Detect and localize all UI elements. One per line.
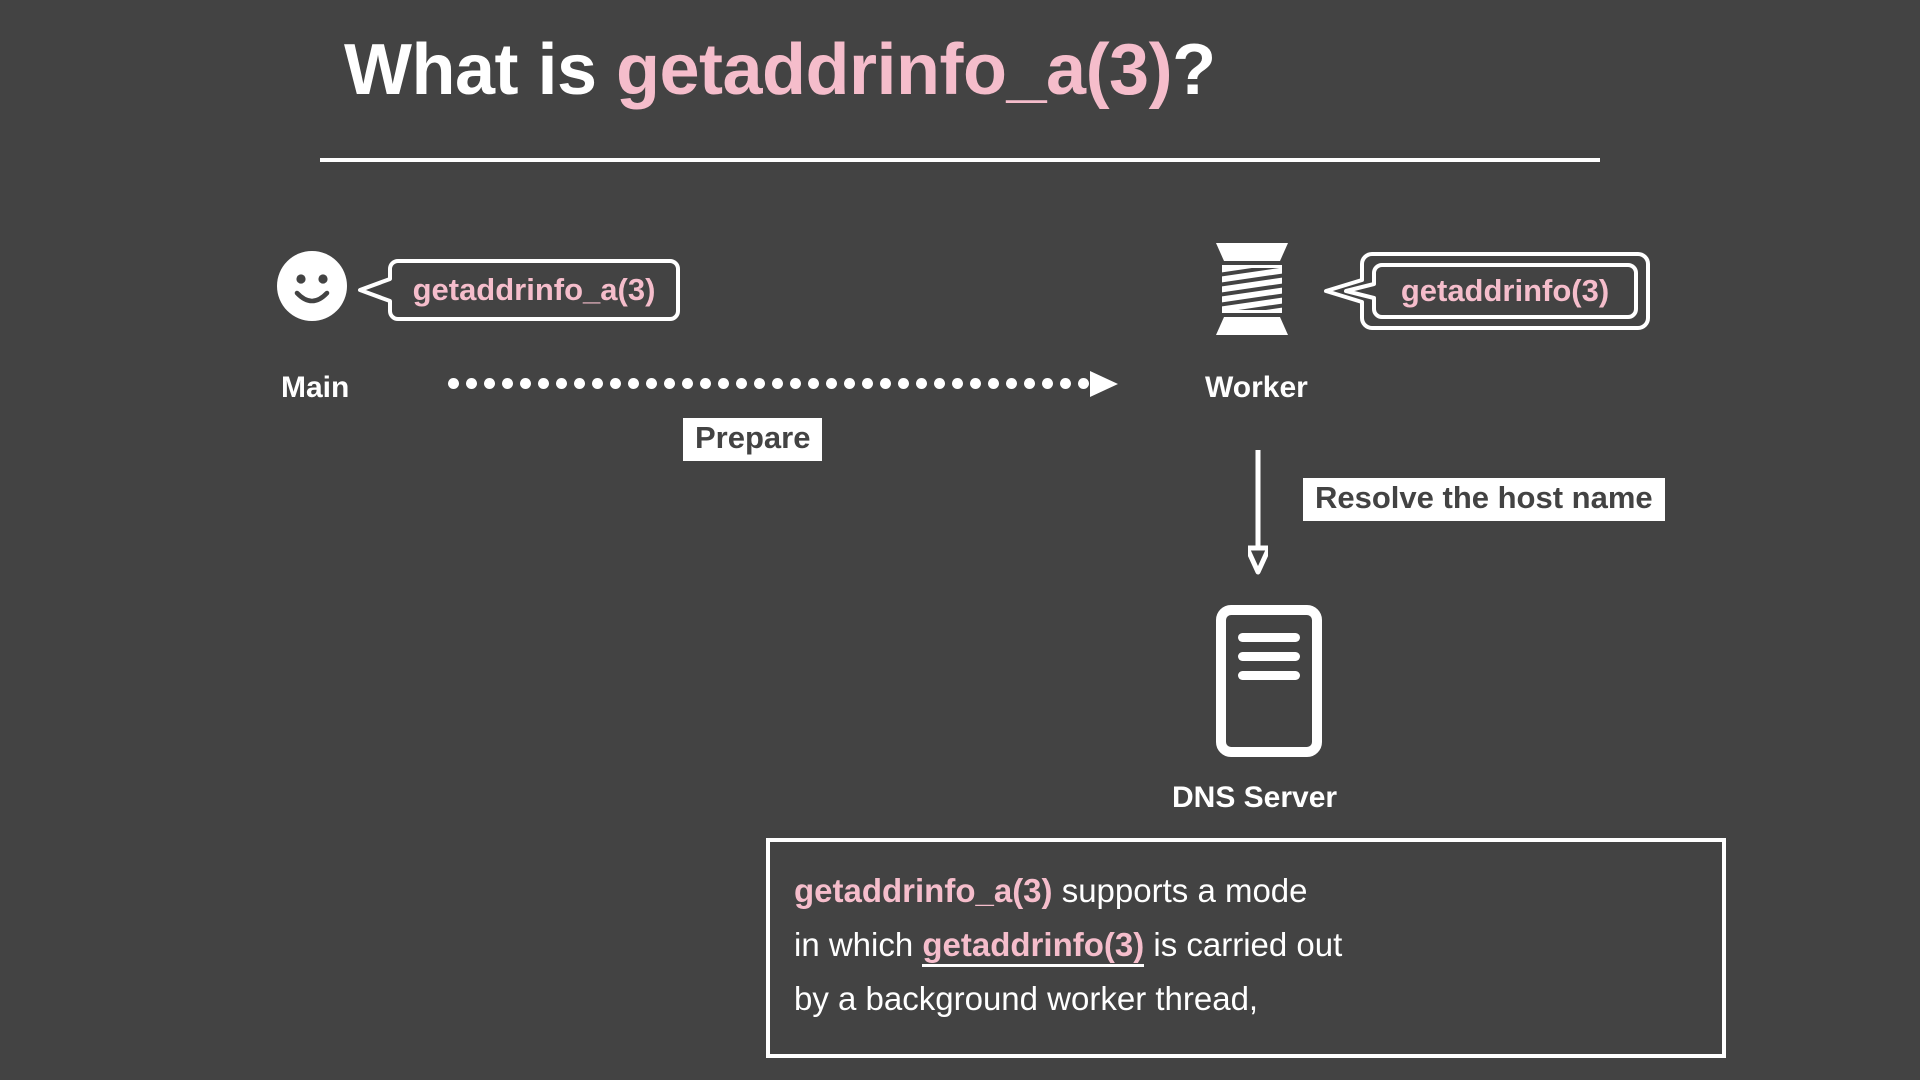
connector-dot [808, 378, 819, 389]
connector-dot [790, 378, 801, 389]
edge-worker-to-dns-arrow [1244, 450, 1272, 575]
node-label-dns-server: DNS Server [1172, 781, 1338, 814]
smiley-face-icon [277, 251, 347, 321]
connector-dot [736, 378, 747, 389]
quote-line-1: getaddrinfo_a(3) supports a mode [794, 864, 1702, 918]
bubble-worker-outline [1324, 252, 1650, 330]
title-prefix: What is [344, 30, 617, 110]
connector-dot [610, 378, 621, 389]
connector-dot [556, 378, 567, 389]
connector-dot [574, 378, 585, 389]
connector-dot [448, 378, 459, 389]
connector-dot [466, 378, 477, 389]
bubble-worker-text: getaddrinfo(3) [1400, 273, 1610, 308]
connector-dot [646, 378, 657, 389]
server-icon [1216, 605, 1322, 757]
connector-dot [538, 378, 549, 389]
bubble-main-call: getaddrinfo_a(3) [358, 259, 680, 321]
quote-line-3: by a background worker thread, [794, 980, 1259, 1017]
bubble-main-text: getaddrinfo_a(3) [412, 272, 656, 307]
bubble-main-outline [358, 259, 680, 321]
quote-accent-getaddrinfo-a: getaddrinfo_a(3) [794, 872, 1053, 909]
connector-dot [934, 378, 945, 389]
connector-dot [502, 378, 513, 389]
connector-dot [1078, 378, 1089, 389]
edge-main-to-worker-arrowhead [1090, 371, 1118, 397]
connector-dot [988, 378, 999, 389]
connector-dot [826, 378, 837, 389]
quote-line-1-rest: supports a mode [1052, 872, 1308, 909]
connector-dot [1006, 378, 1017, 389]
connector-dot [664, 378, 675, 389]
connector-dot [700, 378, 711, 389]
thread-spool-icon [1214, 243, 1290, 335]
edge-label-prepare: Prepare [683, 418, 823, 462]
quote-box-frame [766, 838, 1726, 1058]
quote-line-2: in which getaddrinfo(3) is carried out [794, 918, 1702, 972]
connector-dot [1042, 378, 1053, 389]
connector-dot [844, 378, 855, 389]
quote-box: getaddrinfo_a(3) supports a mode in whic… [766, 838, 1726, 1058]
quote-accent-getaddrinfo: getaddrinfo(3) [922, 926, 1145, 967]
title-accent: getaddrinfo_a(3) [616, 30, 1173, 110]
quote-line-2-pre: in which [794, 926, 923, 963]
connector-dot [718, 378, 729, 389]
connector-dot [754, 378, 765, 389]
connector-dot [1060, 378, 1071, 389]
edge-main-to-worker-dots [448, 378, 1090, 392]
title-suffix: ? [1172, 30, 1216, 110]
page-title: What is getaddrinfo_a(3)? [344, 34, 1216, 106]
connector-dot [898, 378, 909, 389]
node-label-main: Main [281, 371, 350, 404]
connector-dot [520, 378, 531, 389]
connector-dot [862, 378, 873, 389]
connector-dot [682, 378, 693, 389]
quote-line-2-rest: is carried out [1144, 926, 1343, 963]
connector-dot [952, 378, 963, 389]
quote-box-text: getaddrinfo_a(3) supports a mode in whic… [794, 864, 1702, 1026]
connector-dot [1024, 378, 1035, 389]
connector-dot [916, 378, 927, 389]
connector-dot [970, 378, 981, 389]
connector-dot [772, 378, 783, 389]
connector-dot [592, 378, 603, 389]
bubble-worker-call: getaddrinfo(3) [1324, 252, 1650, 330]
node-label-worker: Worker [1205, 371, 1308, 404]
connector-dot [484, 378, 495, 389]
edge-label-resolve-host: Resolve the host name [1303, 478, 1665, 522]
title-divider [320, 158, 1600, 162]
connector-dot [628, 378, 639, 389]
connector-dot [880, 378, 891, 389]
